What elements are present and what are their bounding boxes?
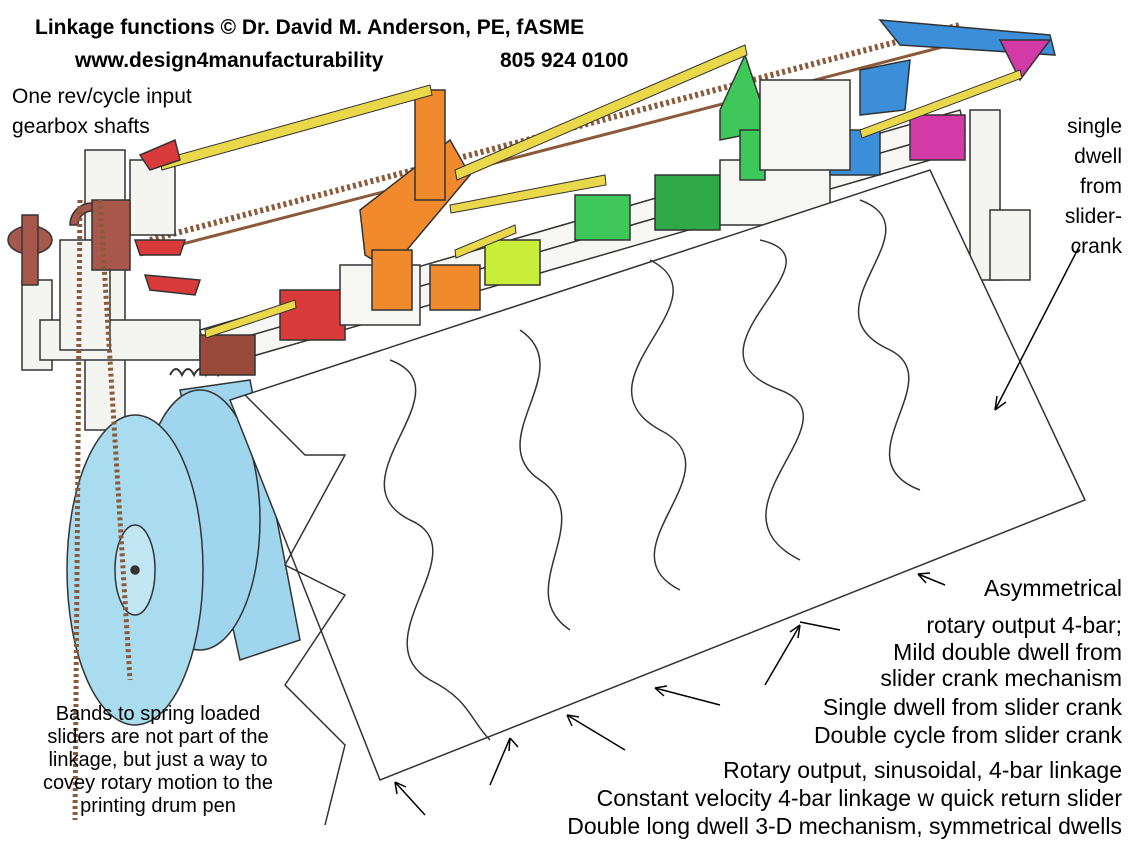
bands-note-line: covey rotary motion to the — [42, 772, 274, 794]
caption-asymmetrical: Asymmetrical — [983, 575, 1122, 601]
caption-rotary-sinusoidal: Rotary output, sinusoidal, 4-bar linkage — [723, 757, 1122, 783]
pen-traces — [244, 199, 921, 826]
header-title: Linkage functions © Dr. David M. Anderso… — [35, 16, 585, 39]
cam-housing — [759, 79, 851, 171]
slider-lime — [484, 239, 541, 286]
drive-belt-top — [149, 22, 961, 243]
slider-magenta — [909, 114, 966, 161]
bands-note: Bands to spring loaded sliders are not p… — [8, 703, 308, 818]
single-dwell-line: crank — [1070, 235, 1122, 258]
header-phone: 805 924 0100 — [500, 49, 629, 72]
drum-belt — [72, 199, 133, 821]
header-website: www.design4manufacturability — [75, 49, 384, 72]
input-label-line2: gearbox shafts — [12, 115, 150, 138]
caption-double-long-dwell: Double long dwell 3-D mechanism, symmetr… — [567, 813, 1122, 839]
caption-mild-double-dwell: Mild double dwell from — [893, 639, 1122, 665]
caption-single-dwell: Single dwell from slider crank — [822, 694, 1122, 720]
slider-dark-green — [654, 174, 721, 231]
machine-frame — [21, 109, 1031, 431]
bands-note-line: sliders are not part of the — [47, 726, 269, 748]
orange-crank — [359, 89, 471, 311]
slider-orange — [429, 264, 481, 311]
single-dwell-line: slider- — [1064, 205, 1122, 228]
blue-magenta-linkage — [859, 19, 1056, 116]
caption-constant-velocity: Constant velocity 4-bar linkage w quick … — [596, 785, 1122, 811]
bands-note-line: Bands to spring loaded — [55, 703, 261, 725]
single-dwell-label: single dwell from slider- crank — [1002, 112, 1122, 262]
caption-double-cycle: Double cycle from slider crank — [813, 722, 1122, 748]
caption-rotary-4bar: rotary output 4-bar; — [926, 612, 1122, 638]
slider-green — [574, 194, 631, 241]
input-cranks — [133, 138, 202, 296]
single-dwell-line: from — [1080, 175, 1122, 198]
single-dwell-line: single — [1067, 115, 1122, 138]
input-label-line1: One rev/cycle input — [12, 85, 192, 108]
single-dwell-line: dwell — [1074, 145, 1122, 168]
bands-note-line: linkage, but just a way to — [48, 749, 268, 771]
slider-brown — [199, 334, 256, 376]
annotation-arrows — [394, 244, 1081, 816]
slider-red — [279, 289, 346, 341]
caption-slider-crank-mechanism: slider crank mechanism — [880, 665, 1122, 691]
bands-note-line: printing drum pen — [80, 795, 236, 817]
chart-paper — [229, 169, 1087, 781]
printing-drum — [66, 379, 301, 726]
